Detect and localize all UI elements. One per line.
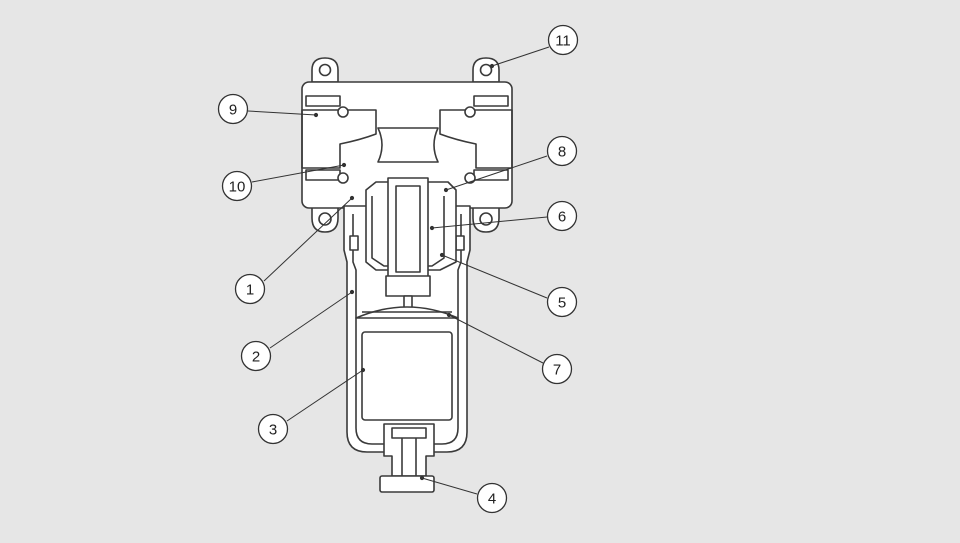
callout-3: 3 (257, 413, 289, 445)
leader-line-1 (263, 197, 353, 282)
bowl-seal-left (349, 235, 359, 251)
callout-label: 9 (229, 102, 237, 119)
sump-chamber (361, 331, 453, 421)
callout-label: 7 (553, 362, 561, 379)
callout-7: 7 (541, 353, 573, 385)
leader-point-11 (489, 63, 495, 69)
o-ring-top-left (337, 106, 349, 118)
callout-label: 4 (488, 491, 496, 508)
callout-label: 10 (229, 179, 246, 196)
leader-line-7 (448, 314, 544, 364)
callout-5: 5 (546, 286, 578, 318)
callout-label: 6 (558, 209, 566, 226)
callouts: 1 2 3 4 5 6 7 8 9 10 11 (217, 24, 579, 514)
o-ring-bottom-right (464, 172, 476, 184)
leader-point-7 (446, 312, 452, 318)
leader-line-11 (491, 46, 550, 67)
callout-1: 1 (234, 273, 266, 305)
outlet-port-outline (439, 109, 513, 169)
outlet-thread-top (473, 95, 509, 107)
inlet-port-outline (301, 109, 377, 169)
mount-hole-top-right (479, 63, 493, 77)
leader-point-4 (419, 475, 425, 481)
mount-hole-bottom-right (479, 212, 493, 226)
leader-point-2 (349, 289, 355, 295)
callout-label: 11 (555, 33, 571, 50)
leader-line-8 (445, 155, 548, 191)
leader-point-6 (429, 225, 435, 231)
leader-point-10 (341, 162, 347, 168)
leader-line-4 (421, 477, 478, 495)
leader-point-9 (313, 112, 319, 118)
callout-label: 2 (252, 349, 260, 366)
drain-seal (391, 427, 427, 439)
leader-point-5 (439, 252, 445, 258)
center-passage (377, 127, 439, 163)
callout-label: 8 (558, 144, 566, 161)
callout-4: 4 (476, 482, 508, 514)
inlet-thread-top (305, 95, 341, 107)
o-ring-bottom-left (337, 172, 349, 184)
leader-line-2 (269, 291, 353, 349)
leader-line-5 (441, 254, 548, 299)
callout-8: 8 (546, 135, 578, 167)
bowl-seal-right (455, 235, 465, 251)
callout-label: 1 (246, 282, 254, 299)
leader-point-1 (349, 195, 355, 201)
leader-lines (247, 46, 550, 495)
leader-line-9 (247, 110, 317, 116)
mount-hole-top-left (318, 63, 332, 77)
retainer-stem (403, 295, 413, 309)
filter-element (387, 177, 429, 283)
drain-knob (379, 475, 435, 493)
callout-6: 6 (546, 200, 578, 232)
callout-2: 2 (240, 340, 272, 372)
leader-line-10 (251, 164, 345, 183)
callout-label: 5 (558, 295, 566, 312)
callout-10: 10 (221, 170, 253, 202)
callout-9: 9 (217, 93, 249, 125)
o-ring-top-right (464, 106, 476, 118)
filter-element-core (395, 185, 421, 273)
element-retainer (385, 275, 431, 297)
leader-line-3 (286, 369, 364, 422)
filter-drawing (301, 57, 513, 493)
leader-point-3 (360, 367, 366, 373)
callout-label: 3 (269, 422, 277, 439)
leader-line-6 (431, 216, 548, 229)
callout-11: 11 (547, 24, 579, 56)
mount-hole-bottom-left (318, 212, 332, 226)
leader-point-8 (443, 187, 449, 193)
